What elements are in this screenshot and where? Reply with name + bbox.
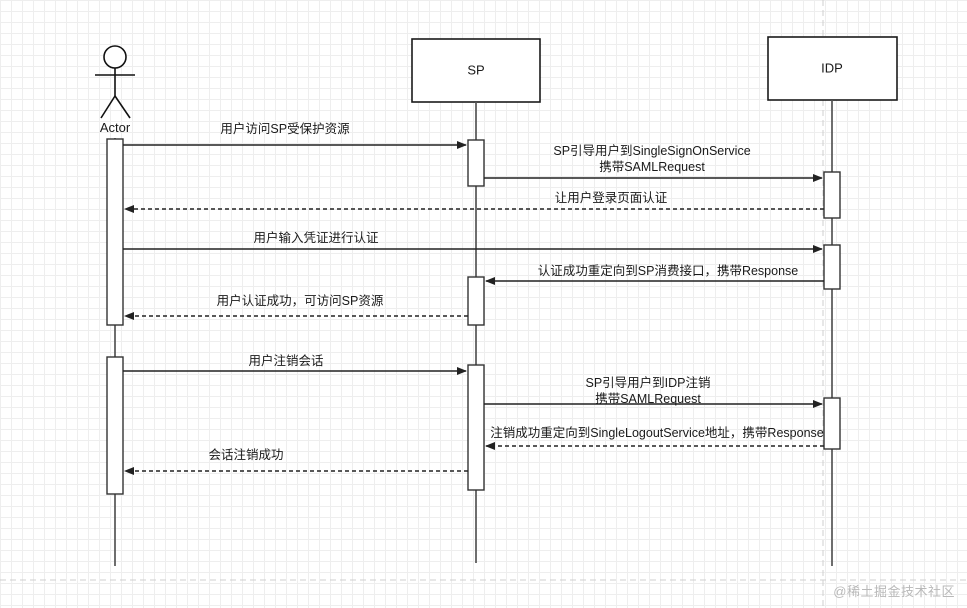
message-label-m2-line2: 携带SAMLRequest bbox=[599, 160, 705, 174]
message-label-m6: 用户认证成功，可访问SP资源 bbox=[216, 294, 384, 308]
participant-label-actor: Actor bbox=[99, 120, 131, 135]
message-label-m4: 用户输入凭证进行认证 bbox=[253, 231, 379, 245]
message-label-m1: 用户访问SP受保护资源 bbox=[220, 122, 350, 136]
activation-idp-3 bbox=[823, 397, 841, 450]
message-label-m9: 注销成功重定向到SingleLogoutService地址，携带Response bbox=[490, 426, 824, 440]
idp-head-box bbox=[767, 36, 898, 101]
sp-head-box bbox=[411, 38, 541, 103]
activation-idp-2 bbox=[823, 244, 841, 290]
watermark-text: @稀土掘金技术社区 bbox=[833, 584, 955, 599]
message-label-m2-line1: SP引导用户到SingleSignOnService bbox=[553, 144, 751, 158]
actor-figure bbox=[95, 45, 135, 119]
message-label-m8: SP引导用户到IDP注销 携带SAMLRequest bbox=[585, 375, 710, 407]
message-label-m10: 会话注销成功 bbox=[208, 448, 284, 462]
message-label-m7: 用户注销会话 bbox=[248, 354, 324, 368]
participant-label-sp: SP bbox=[467, 62, 485, 78]
activation-sp-3 bbox=[467, 364, 485, 491]
message-label-m8-line2: 携带SAMLRequest bbox=[595, 392, 701, 406]
message-label-m8-line1: SP引导用户到IDP注销 bbox=[585, 376, 711, 390]
activation-sp-2 bbox=[467, 276, 485, 326]
message-label-m5: 认证成功重定向到SP消费接口，携带Response bbox=[537, 264, 799, 278]
message-label-m2: SP引导用户到SingleSignOnService 携带SAMLRequest bbox=[553, 143, 750, 175]
activation-idp-1 bbox=[823, 171, 841, 219]
activation-sp-1 bbox=[467, 139, 485, 187]
message-arrows bbox=[123, 141, 824, 475]
message-label-m3: 让用户登录页面认证 bbox=[554, 191, 668, 205]
participant-head-boxes bbox=[411, 36, 898, 103]
activation-bars bbox=[106, 138, 841, 495]
activation-actor-2 bbox=[106, 356, 124, 495]
activation-actor-1 bbox=[106, 138, 124, 326]
participant-label-idp: IDP bbox=[821, 60, 843, 76]
